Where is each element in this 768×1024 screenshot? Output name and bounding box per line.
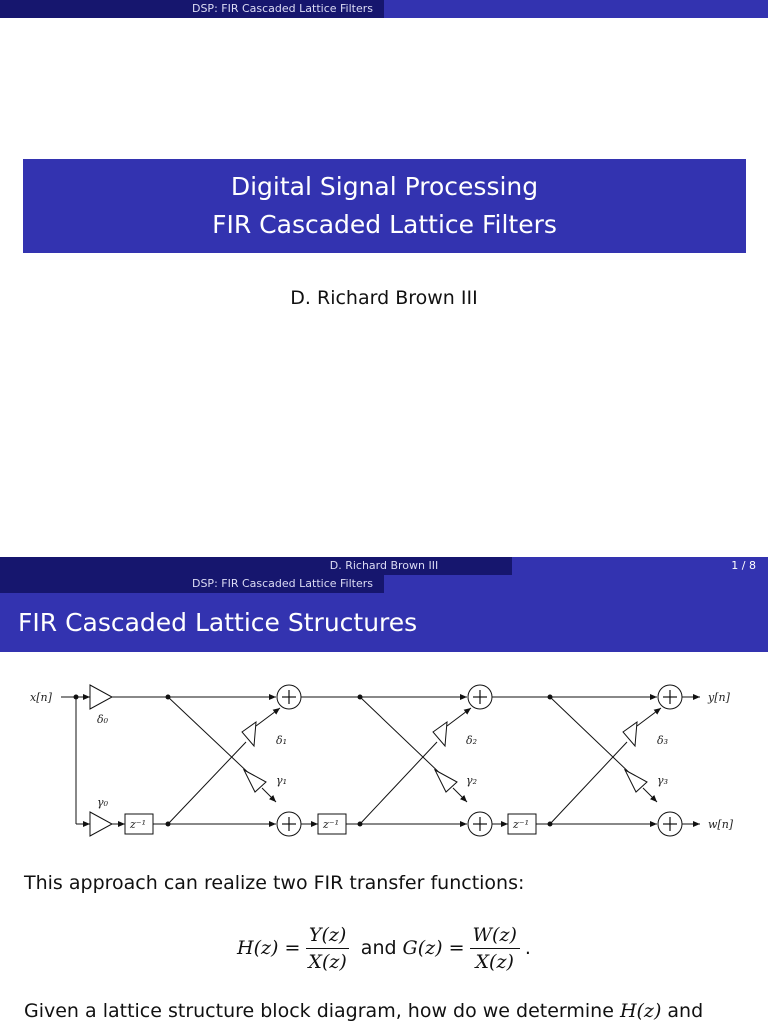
title-line-1: Digital Signal Processing — [230, 172, 539, 201]
frame-title: FIR Cascaded Lattice Structures — [0, 593, 768, 652]
h-fraction: Y(z) X(z) — [305, 924, 350, 973]
title-line-2: FIR Cascaded Lattice Filters — [212, 210, 557, 239]
label-delta3: δ₃ — [657, 734, 668, 747]
label-output-w: w[n] — [708, 818, 734, 831]
body-text-2-math: H(z) — [619, 1000, 662, 1022]
label-input: x[n] — [30, 691, 53, 704]
title-box: Digital Signal Processing FIR Cascaded L… — [23, 159, 746, 253]
label-gamma2: γ₂ — [466, 774, 477, 787]
h-denominator: X(z) — [308, 950, 347, 973]
transfer-function-equation: H(z) = Y(z) X(z) and G(z) = W(z) X(z) . — [0, 918, 768, 978]
label-delta2: δ₂ — [466, 734, 477, 747]
g-fraction: W(z) X(z) — [469, 924, 520, 973]
slide2-header-title: DSP: FIR Cascaded Lattice Filters — [0, 575, 384, 593]
label-delta0: δ₀ — [97, 713, 109, 726]
label-gamma3: γ₃ — [657, 774, 668, 787]
body-text-2-prefix: Given a lattice structure block diagram,… — [24, 1000, 620, 1022]
author-name: D. Richard Brown III — [290, 287, 478, 309]
label-delay-2: z⁻¹ — [322, 818, 339, 831]
h-lhs: H(z) = — [237, 937, 301, 959]
lattice-block-diagram: x[n] y[n] w[n] δ₀ γ₀ z⁻¹ z⁻¹ z⁻¹ δ₁ γ₁ δ… — [30, 684, 734, 837]
slide1-header-title: DSP: FIR Cascaded Lattice Filters — [0, 0, 384, 18]
label-gamma0: γ₀ — [97, 796, 109, 809]
and-word: and — [360, 937, 397, 959]
label-gamma1: γ₁ — [276, 774, 287, 787]
body-text-2-suffix: and — [661, 1000, 704, 1022]
body-text-2: Given a lattice structure block diagram,… — [24, 1000, 703, 1022]
slide2-header-bar — [384, 575, 768, 593]
g-lhs: G(z) = — [402, 937, 465, 959]
label-output-y: y[n] — [707, 691, 731, 704]
g-denominator: X(z) — [475, 950, 514, 973]
footer-page-number: 1 / 8 — [512, 557, 768, 575]
h-numerator: Y(z) — [305, 924, 350, 949]
g-numerator: W(z) — [469, 924, 520, 949]
label-delta1: δ₁ — [276, 734, 287, 747]
slide1-header-bar — [384, 0, 768, 18]
footer-left — [0, 557, 256, 575]
body-text-1: This approach can realize two FIR transf… — [24, 872, 525, 894]
label-delay-1: z⁻¹ — [129, 818, 146, 831]
equation-period: . — [524, 937, 531, 959]
label-delay-3: z⁻¹ — [512, 818, 529, 831]
footer-author: D. Richard Brown III — [256, 557, 512, 575]
